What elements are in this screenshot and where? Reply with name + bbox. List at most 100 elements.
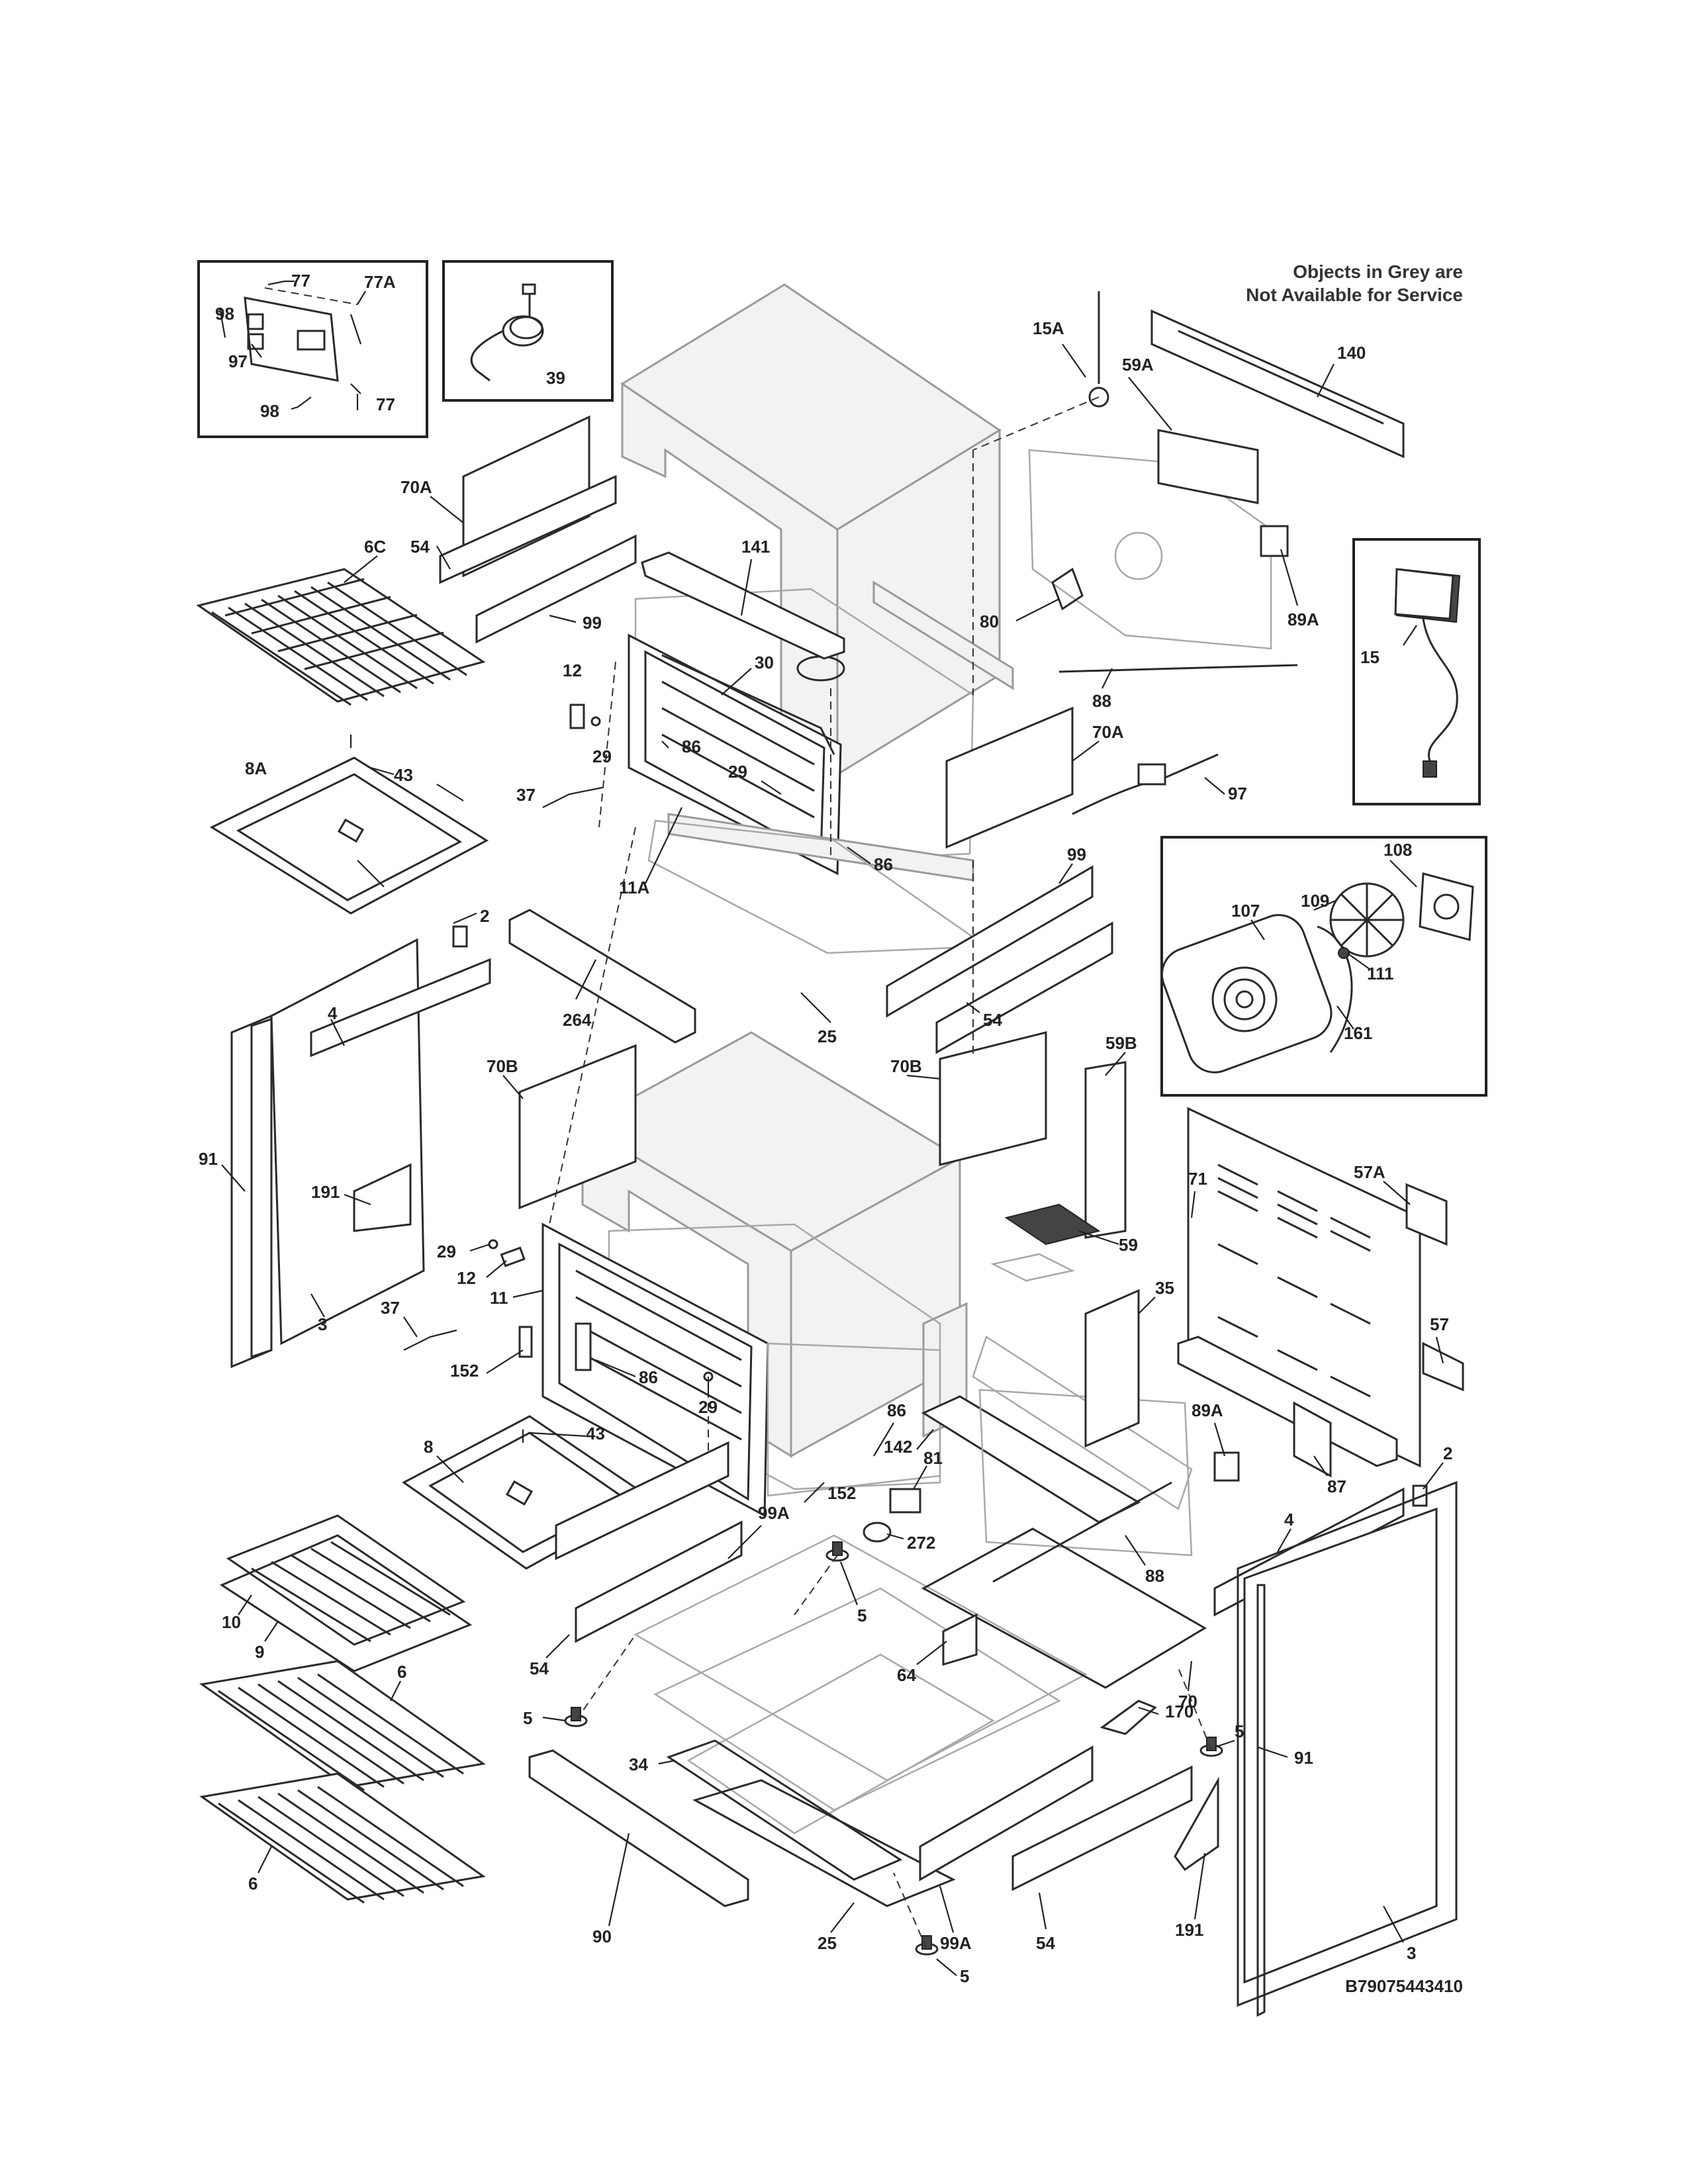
lower-left-slide-99a	[575, 1520, 743, 1643]
top-rail-140	[1150, 309, 1405, 459]
leveling-leg-5-d	[915, 1935, 939, 1956]
callout-70a-top: 70A	[400, 477, 432, 497]
callout-86-a: 86	[682, 737, 701, 756]
probe-15a	[1088, 291, 1109, 408]
inset-box-15	[1352, 538, 1481, 805]
panel-142	[921, 1395, 1141, 1524]
callout-5-c: 5	[1235, 1721, 1244, 1741]
wire-88-lower	[992, 1481, 1172, 1583]
lower-left-trim-54	[555, 1441, 729, 1561]
callout-99a-a: 99A	[758, 1503, 790, 1523]
duct-35	[1084, 1289, 1140, 1448]
tray-8a	[209, 756, 489, 915]
lower-right-slide-99a	[919, 1745, 1094, 1882]
callout-29-b: 29	[728, 762, 747, 782]
callout-54-b: 54	[983, 1010, 1002, 1030]
callout-labels: 77 77A 98 97 98 77 39 70A 54 6C 99 141 3…	[199, 271, 1452, 1986]
inset-box-cord	[442, 260, 614, 402]
lower-rear-panel	[863, 1336, 1240, 1689]
callout-29-a: 29	[592, 747, 612, 766]
callout-6-a: 6	[397, 1662, 406, 1682]
side-rail-4-left	[310, 958, 491, 1058]
callout-2-lower: 2	[1443, 1443, 1452, 1463]
callout-87: 87	[1327, 1477, 1346, 1496]
callout-59b: 59B	[1105, 1033, 1137, 1053]
grey-base-frame	[633, 1534, 1088, 1835]
inset-power-cord	[442, 260, 614, 402]
wire-88-upper	[1058, 664, 1298, 673]
front-trim-90	[528, 1749, 749, 1907]
leveling-leg-5-b	[564, 1707, 588, 1727]
callout-43-a: 43	[394, 765, 413, 785]
module-59	[1004, 1203, 1101, 1246]
callout-54-c: 54	[530, 1659, 549, 1678]
trim-34	[666, 1739, 903, 1881]
callout-54-d: 54	[1036, 1933, 1055, 1953]
callout-97-a: 97	[228, 351, 248, 371]
sensor-12-lower	[500, 1246, 526, 1267]
rack-6c	[196, 568, 486, 706]
panel-70	[921, 1527, 1207, 1689]
callout-170: 170	[1165, 1702, 1194, 1721]
callout-29-c: 29	[437, 1242, 456, 1261]
callout-10: 10	[222, 1612, 241, 1632]
callout-80: 80	[980, 612, 999, 631]
callout-4-left: 4	[328, 1003, 338, 1023]
callout-70a-right: 70A	[1092, 722, 1124, 742]
upper-right-slide-99	[886, 865, 1094, 1018]
callout-71: 71	[1188, 1169, 1207, 1189]
screw-98-b	[297, 396, 312, 408]
left-side-panel	[230, 938, 491, 1369]
fan-motor-108	[1419, 872, 1474, 941]
callout-57a: 57A	[1354, 1162, 1385, 1182]
callout-64: 64	[897, 1665, 916, 1685]
callout-25-lower: 25	[818, 1933, 837, 1953]
tray-8	[402, 1415, 654, 1570]
lower-oven-cavity	[541, 1222, 941, 1518]
callout-6c: 6C	[364, 537, 386, 557]
cord-coil-2	[509, 316, 543, 340]
callout-89a-upper: 89A	[1288, 610, 1319, 629]
brace-191-left	[353, 1163, 412, 1232]
insulation-panel-70b-right	[939, 1031, 1047, 1166]
callout-25-upper: 25	[818, 1026, 837, 1046]
note-line-2: Not Available for Service	[1246, 285, 1463, 305]
upper-element-30	[661, 654, 835, 755]
callout-81: 81	[923, 1448, 943, 1468]
callout-37-b: 37	[381, 1298, 400, 1318]
harness-97-block	[1137, 763, 1166, 786]
callout-12-lower: 12	[457, 1268, 476, 1288]
note-line-1: Objects in Grey are	[1293, 261, 1463, 282]
callout-8a: 8A	[245, 758, 267, 778]
bracket-59a	[1157, 429, 1259, 504]
connector-block	[297, 330, 326, 351]
wire-37-lower	[403, 1329, 457, 1351]
fan-cover-107	[1160, 914, 1333, 1073]
callout-86-b: 86	[874, 854, 893, 874]
bracket-80	[1051, 567, 1084, 611]
callout-91-left: 91	[199, 1149, 218, 1169]
callout-6-b: 6	[248, 1874, 258, 1893]
cord-plug	[522, 283, 536, 295]
callout-107: 107	[1231, 901, 1260, 921]
callout-97-b: 97	[1228, 784, 1247, 803]
callout-11a: 11A	[619, 878, 649, 897]
callout-15a: 15A	[1033, 318, 1064, 338]
bracket-64	[942, 1613, 978, 1666]
bracket-87-rail	[1177, 1336, 1398, 1467]
callout-34: 34	[629, 1754, 648, 1774]
callout-108: 108	[1383, 840, 1412, 860]
callout-89a-lower: 89A	[1192, 1400, 1223, 1420]
module-15-plug	[1423, 760, 1437, 778]
callout-109: 109	[1301, 891, 1329, 911]
bracket-81	[889, 1488, 921, 1514]
callout-86-c: 86	[639, 1367, 658, 1387]
callout-54-a: 54	[410, 537, 430, 557]
broiler-pan-10-9	[219, 1514, 473, 1672]
callout-141: 141	[741, 537, 770, 557]
callout-8: 8	[424, 1437, 433, 1457]
callout-29-d: 29	[698, 1397, 718, 1417]
lower-front-frame	[541, 1222, 769, 1518]
bracket-152-left	[518, 1326, 533, 1358]
